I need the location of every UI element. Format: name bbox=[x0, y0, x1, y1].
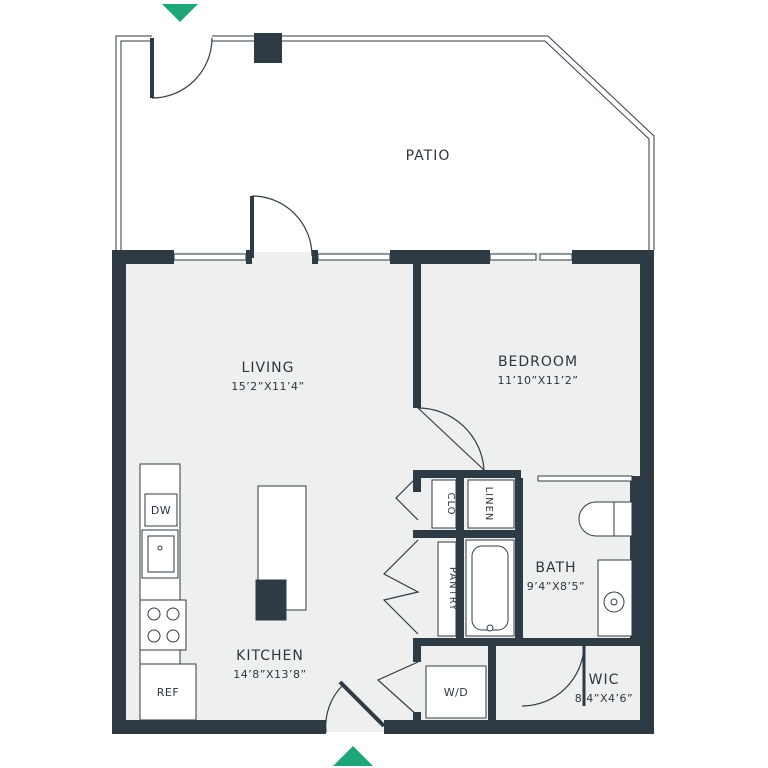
clo-door[interactable] bbox=[395, 475, 419, 521]
wd-label: W/D bbox=[444, 686, 469, 699]
entry-arrow-down-icon bbox=[162, 4, 198, 22]
patio-railing bbox=[115, 35, 655, 250]
pantry-closet bbox=[437, 541, 457, 637]
toilet bbox=[578, 501, 633, 537]
interior-floor bbox=[116, 252, 654, 732]
wic-door[interactable] bbox=[521, 645, 586, 707]
patio-label: PATIO bbox=[406, 148, 451, 164]
kitchen-dims: 14’8”X13’8” bbox=[233, 668, 306, 681]
linen-label: LINEN bbox=[483, 487, 494, 522]
pantry-label: PANTRY bbox=[447, 567, 458, 611]
kitchen-label: KITCHEN bbox=[236, 648, 304, 664]
bath-vanity bbox=[597, 559, 633, 637]
bedroom-dims: 11’10”X11’2” bbox=[498, 374, 579, 387]
kitchen-sink bbox=[141, 529, 179, 579]
wic-dims: 8’4”X4’6” bbox=[575, 692, 633, 705]
patio-gate-door[interactable] bbox=[150, 37, 213, 99]
pantry-door[interactable] bbox=[382, 539, 420, 635]
interior-walls bbox=[413, 262, 640, 732]
wic-label: WIC bbox=[589, 672, 620, 688]
range bbox=[139, 599, 187, 651]
bath-label: BATH bbox=[535, 560, 576, 576]
living-label: LIVING bbox=[242, 360, 295, 376]
windows bbox=[173, 253, 573, 261]
bath-sliding-door[interactable] bbox=[537, 475, 633, 482]
exterior-walls bbox=[112, 250, 654, 734]
laundry-door[interactable] bbox=[376, 661, 419, 717]
dishwasher bbox=[144, 493, 178, 527]
entry-door[interactable] bbox=[325, 680, 386, 733]
clo-label: CLO bbox=[445, 492, 456, 515]
bathtub bbox=[465, 539, 515, 637]
linen-closet bbox=[467, 479, 515, 529]
entry-arrow-up-icon bbox=[333, 746, 373, 766]
washer-dryer bbox=[425, 665, 487, 719]
living-dims: 15’2”X11’4” bbox=[231, 380, 304, 393]
bedroom-label: BEDROOM bbox=[498, 354, 578, 370]
bedroom-door[interactable] bbox=[417, 407, 485, 471]
patio-door[interactable] bbox=[250, 195, 313, 258]
refrigerator bbox=[139, 663, 197, 721]
clo-closet bbox=[431, 479, 457, 529]
dw-label: DW bbox=[151, 504, 171, 517]
ref-label: REF bbox=[157, 686, 179, 699]
patio-column bbox=[254, 33, 282, 63]
bath-dims: 9’4”X8’5” bbox=[527, 580, 585, 593]
